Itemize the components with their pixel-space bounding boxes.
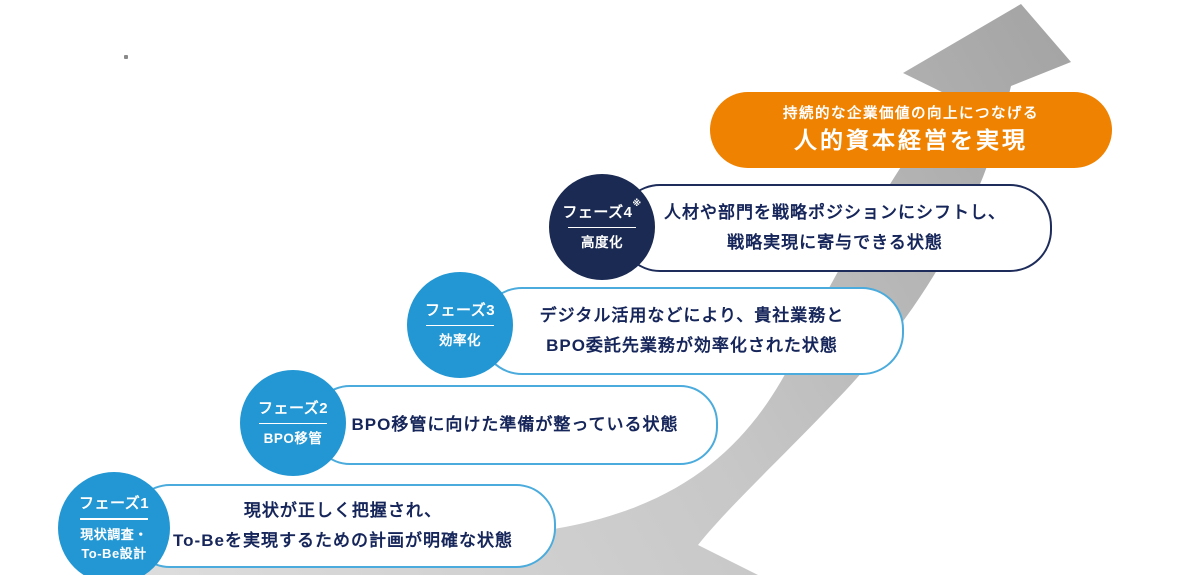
phase-4-note-mark: ※ — [632, 197, 642, 208]
phase-4-pill: 人材や部門を戦略ポジションにシフトし、 戦略実現に寄与できる状態 — [618, 184, 1052, 272]
phase-3-desc-line1: デジタル活用などにより、貴社業務と — [539, 306, 845, 326]
phase-1-label: フェーズ1 — [78, 495, 150, 513]
phase-2-sublabel: BPO移管 — [263, 431, 323, 447]
phase-1-sublabel-line2: To-Be設計 — [81, 546, 147, 562]
phase-2-label: フェーズ2 — [257, 399, 329, 417]
divider-line — [426, 324, 494, 327]
phase-1-pill: 現状が正しく把握され、 To-Beを実現するための計画が明確な状態 — [130, 484, 556, 568]
phase-1-sublabel-line1: 現状調査・ — [80, 526, 148, 542]
goal-banner-subtitle: 持続的な企業価値の向上につなげる — [783, 105, 1039, 122]
stray-dot — [124, 55, 128, 59]
phase-3-circle: フェーズ3 効率化 — [407, 272, 513, 378]
phase-3-label: フェーズ3 — [424, 301, 496, 319]
phase-4-desc-line1: 人材や部門を戦略ポジションにシフトし、 — [664, 203, 1006, 223]
phase-3-desc-line2: BPO委託先業務が効率化された状態 — [546, 336, 838, 355]
phase-3-pill: デジタル活用などにより、貴社業務と BPO委託先業務が効率化された状態 — [480, 287, 904, 375]
divider-line — [80, 518, 148, 520]
phase-4-sublabel: 高度化 — [581, 235, 623, 251]
phase-2-circle: フェーズ2 BPO移管 — [240, 370, 346, 476]
divider-line — [259, 422, 327, 425]
phase-4-label: フェーズ4 — [562, 203, 633, 221]
phase-4-circle: フェーズ4※ 高度化 — [549, 174, 655, 280]
phase-3-sublabel: 効率化 — [439, 333, 481, 349]
phase-2-desc-line1: BPO移管に向けた準備が整っている状態 — [351, 415, 679, 435]
phase-2-pill: BPO移管に向けた準備が整っている状態 — [312, 385, 718, 465]
phase-4-desc-line2: 戦略実現に寄与できる状態 — [727, 233, 943, 252]
phase-1-desc-line1: 現状が正しく把握され、 — [243, 501, 443, 521]
phase-1-desc-line2: To-Beを実現するための計画が明確な状態 — [173, 531, 513, 550]
divider-line — [568, 226, 636, 229]
phase-1-circle: フェーズ1 現状調査・ To-Be設計 — [58, 472, 170, 575]
goal-banner: 持続的な企業価値の向上につなげる 人的資本経営を実現 — [710, 92, 1112, 168]
goal-banner-title: 人的資本経営を実現 — [794, 127, 1028, 154]
